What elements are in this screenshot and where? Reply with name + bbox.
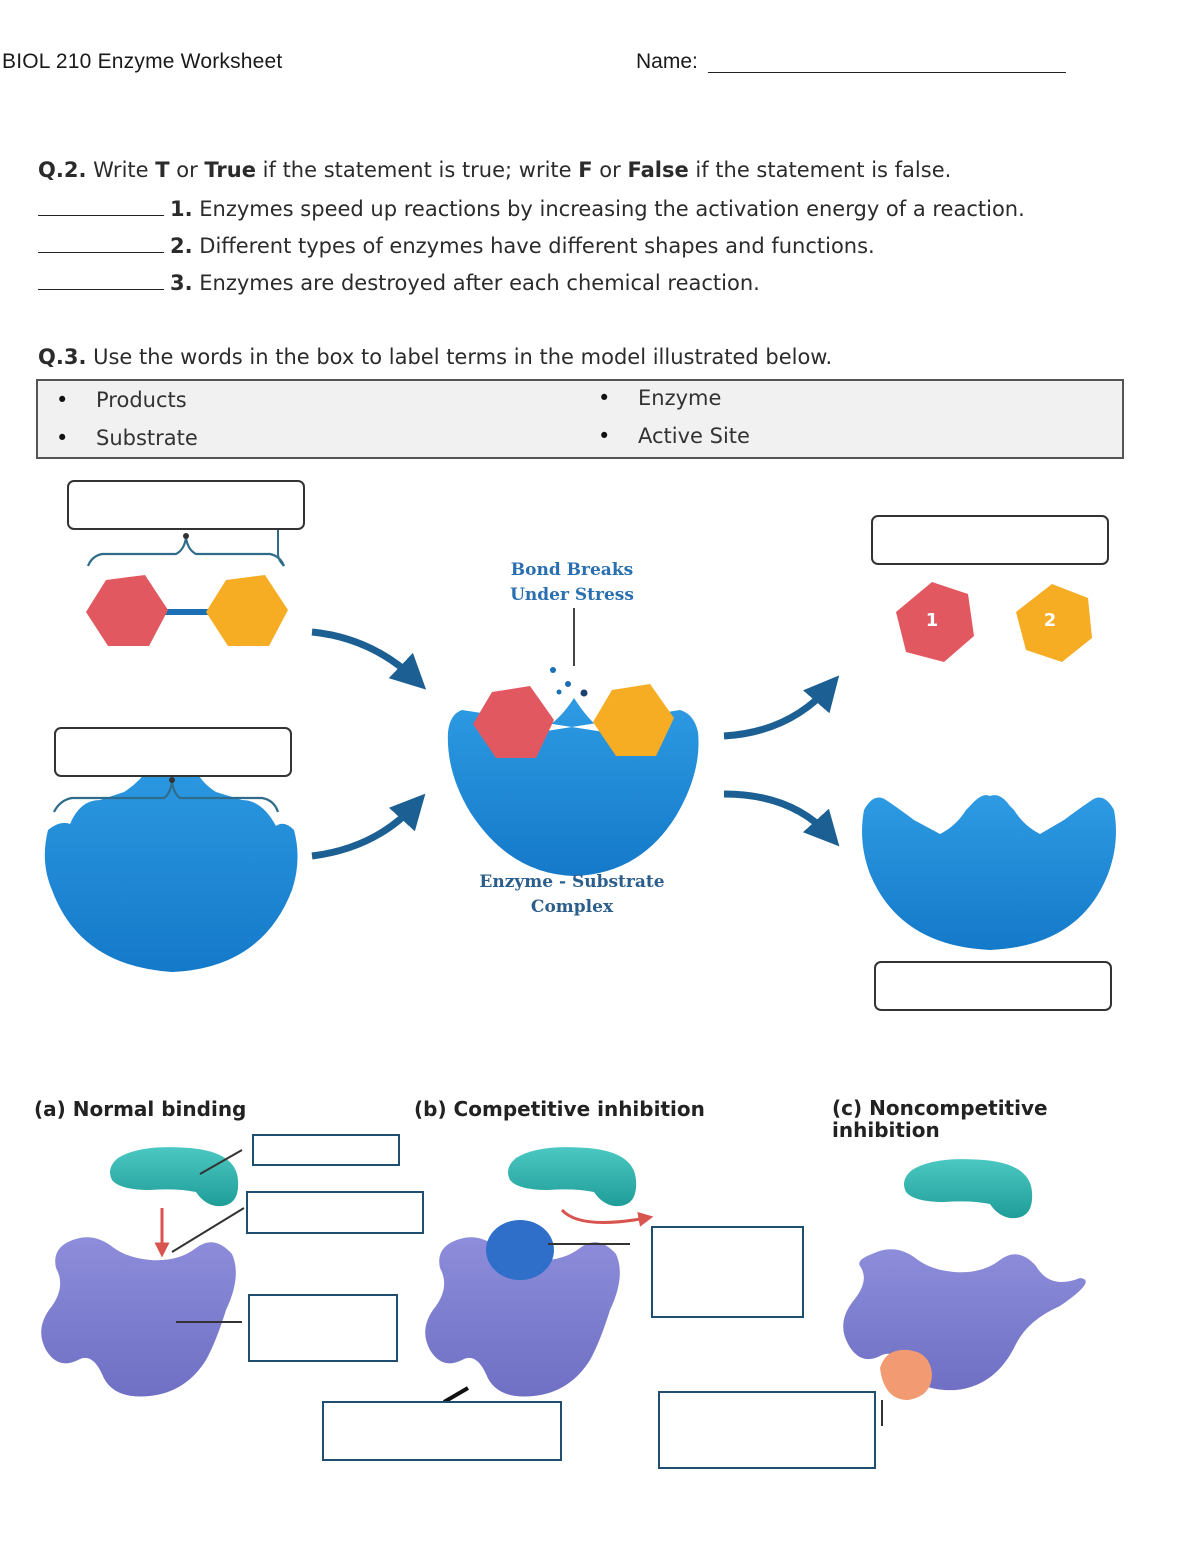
word-bank-item: Products <box>56 388 187 412</box>
q2-statement: 3. Enzymes are destroyed after each chem… <box>38 271 760 295</box>
arrow-substrate-in <box>311 628 427 690</box>
label-box-c1[interactable] <box>658 1391 876 1469</box>
q2-instr-2: or <box>169 158 205 182</box>
answer-blank[interactable] <box>38 197 164 216</box>
enzyme-purple-b <box>425 1237 620 1397</box>
q2-statement: 2. Different types of enzymes have diffe… <box>38 234 875 258</box>
active-site-label-box[interactable] <box>54 727 292 777</box>
bond-breaks-label: Bond Breaks Under Stress <box>482 558 662 608</box>
name-label: Name: <box>636 50 698 73</box>
label-box-b2[interactable] <box>322 1401 562 1461</box>
panel-c-title: (c) Noncompetitive inhibition <box>832 1096 1048 1142</box>
statement-text: Enzymes speed up reactions by increasing… <box>199 197 1025 221</box>
brace-dot <box>169 777 175 783</box>
arrow-enzyme-in <box>311 793 426 860</box>
substrate-teal-a <box>110 1147 239 1207</box>
name-blank-line[interactable] <box>708 72 1066 73</box>
complex-label: Enzyme - Substrate Complex <box>452 870 692 920</box>
q3-instruction-text: Use the words in the box to label terms … <box>93 345 833 369</box>
word-bank-item: Active Site <box>598 424 750 448</box>
blocked-arrow-b <box>560 1208 654 1227</box>
product-2-label: 2 <box>1043 610 1057 631</box>
word-bank-item: Enzyme <box>598 386 722 410</box>
label-box-b1[interactable] <box>651 1226 804 1318</box>
q2-instr-1: T <box>155 158 170 182</box>
brace-dot <box>183 533 189 539</box>
q2-instr-4: if the statement is true; write <box>255 158 579 182</box>
q2-statement: 1. Enzymes speed up reactions by increas… <box>38 197 1025 221</box>
q3-number: Q.3. <box>38 345 87 369</box>
product-1-shape <box>896 582 974 662</box>
word-bank: Products Enzyme Substrate Active Site <box>36 379 1124 459</box>
substrate-hex-red <box>86 575 168 646</box>
complex-hex-yellow <box>593 684 674 756</box>
inhibition-diagram <box>41 1147 1086 1426</box>
product-2-shape <box>1016 584 1092 662</box>
q2-instr-8: if the statement is false. <box>688 158 952 182</box>
q3-instruction: Q.3. Use the words in the box to label t… <box>38 345 832 369</box>
q2-instr-5: F <box>578 158 593 182</box>
substrate-teal-b <box>508 1147 637 1207</box>
q2-number: Q.2. <box>38 158 87 182</box>
pen-mark <box>442 1386 470 1404</box>
label-box-a1[interactable] <box>252 1134 400 1166</box>
bond-breaks-line: Under Stress <box>510 585 634 605</box>
complex-line: Enzyme - Substrate <box>479 872 665 892</box>
complex-hex-red <box>473 686 554 758</box>
bond-breaks-line: Bond Breaks <box>510 560 634 580</box>
arrow-products-out <box>723 675 840 740</box>
substrate-brace <box>86 537 286 567</box>
statement-number: 3. <box>170 271 193 295</box>
q2-instr-3: True <box>204 158 256 182</box>
arrow-enzyme-out <box>723 790 840 847</box>
label-box-a2[interactable] <box>246 1191 424 1234</box>
statement-text: Different types of enzymes have differen… <box>199 234 875 258</box>
statement-text: Enzymes are destroyed after each chemica… <box>199 271 760 295</box>
substrate-teal-c <box>904 1159 1033 1219</box>
q2-instr-0: Write <box>93 158 156 182</box>
substrate-label-box[interactable] <box>67 480 305 530</box>
answer-blank[interactable] <box>38 234 164 253</box>
q2-instruction: Q.2. Write T or True if the statement is… <box>38 158 951 182</box>
enzyme-shape-left <box>44 752 298 972</box>
products-label-box[interactable] <box>871 515 1109 565</box>
q2-instr-7: False <box>627 158 689 182</box>
complex-line: Complex <box>530 897 614 917</box>
statement-number: 2. <box>170 234 193 258</box>
answer-blank[interactable] <box>38 271 164 290</box>
enzyme-purple-c <box>843 1249 1086 1391</box>
enzyme-shape-right <box>862 795 1116 950</box>
competitive-inhibitor <box>486 1220 554 1280</box>
panel-a-title: (a) Normal binding <box>34 1097 247 1121</box>
enzyme-label-box[interactable] <box>874 961 1112 1011</box>
enzyme-reaction-diagram <box>44 507 1116 972</box>
substrate-hex-yellow <box>206 575 288 646</box>
word-bank-item: Substrate <box>56 426 198 450</box>
worksheet-title: BIOL 210 Enzyme Worksheet <box>2 50 283 73</box>
product-1-label: 1 <box>925 610 939 631</box>
panel-b-title: (b) Competitive inhibition <box>414 1097 705 1121</box>
enzyme-purple-a <box>41 1237 236 1397</box>
label-box-a3[interactable] <box>248 1294 398 1362</box>
q2-instr-6: or <box>592 158 628 182</box>
noncompetitive-inhibitor <box>880 1349 932 1400</box>
statement-number: 1. <box>170 197 193 221</box>
